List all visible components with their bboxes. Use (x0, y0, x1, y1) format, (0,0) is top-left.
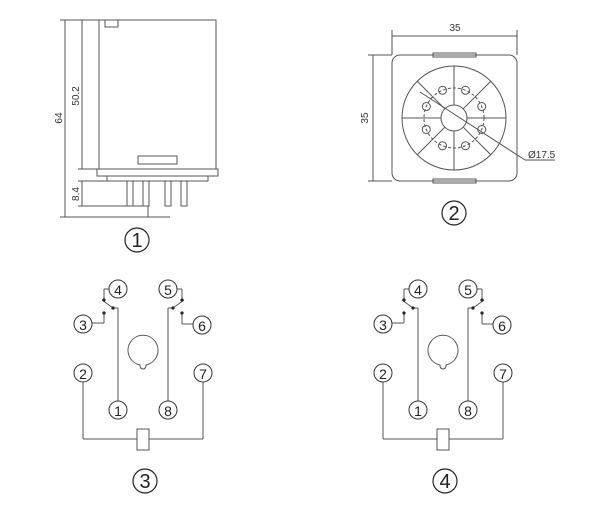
pin-hole (438, 141, 448, 151)
contact-dot (180, 298, 184, 302)
pin-6-circle (492, 315, 512, 335)
view-label-circle (441, 200, 467, 226)
wiring-diagram-b: 1 2 3 4 5 6 7 8 4 (373, 279, 513, 494)
contact-dot (111, 306, 115, 310)
pin-4-label: 4 (114, 282, 122, 298)
contact-dot (102, 311, 106, 315)
top-tab (432, 52, 477, 58)
spoke (416, 80, 446, 110)
pin-2-circle (73, 363, 93, 383)
view-label: 1 (131, 230, 142, 252)
pin-4-circle (408, 279, 428, 299)
side-view: 64 50.2 8.4 1 (54, 19, 219, 253)
top-window (104, 19, 119, 28)
pins (126, 180, 188, 207)
pin-5-circle (458, 279, 478, 299)
contact-dot (471, 306, 475, 310)
key-icon (427, 334, 459, 370)
pin-7-circle (193, 363, 213, 383)
coil (136, 428, 150, 451)
dim-height: 35 (360, 112, 371, 124)
pin-6-label: 6 (198, 318, 206, 334)
pin-6-circle (192, 315, 212, 335)
spoke (462, 126, 492, 156)
pin-4-circle (108, 279, 128, 299)
key-icon (127, 334, 159, 370)
pin-2-label: 2 (379, 366, 387, 382)
pin-hole (438, 85, 448, 95)
pin-5-circle (158, 279, 178, 299)
pin-8-label: 8 (164, 403, 172, 419)
base-flange (96, 168, 219, 177)
bottom-tab (432, 178, 477, 184)
pin-6-label: 6 (498, 318, 506, 334)
pin-5-label: 5 (464, 282, 472, 298)
center-key (440, 104, 468, 132)
pin-3-circle (73, 314, 93, 334)
spokes (402, 66, 506, 170)
contact-dot (480, 311, 484, 315)
pin-hole (460, 85, 470, 95)
dim-width: 35 (449, 23, 461, 34)
contact-dot (402, 311, 406, 315)
pin-7-circle (493, 363, 513, 383)
coil (436, 428, 450, 451)
contact-dot (402, 298, 406, 302)
pin-3-circle (373, 314, 393, 334)
bottom-tab (137, 155, 178, 165)
spoke (416, 126, 446, 156)
base-outline (391, 54, 518, 182)
pin-hole (460, 141, 470, 151)
bottom-view: 35 35 Ø17.5 2 (360, 23, 556, 226)
contact-dot (480, 298, 484, 302)
contact-dot (180, 311, 184, 315)
pin-hole (421, 102, 431, 112)
view-label: 2 (448, 203, 459, 225)
pin-7-label: 7 (499, 366, 507, 382)
view-label-circle (124, 227, 150, 253)
contact-dot (411, 306, 415, 310)
pin-8-circle (458, 400, 478, 420)
pin-3-label: 3 (79, 317, 87, 333)
pin-1-circle (408, 400, 428, 420)
pin-hole (477, 102, 487, 112)
base-lower (106, 175, 209, 182)
spoke (462, 80, 492, 110)
pin-holes (421, 85, 487, 151)
view-label: 4 (439, 471, 450, 493)
wiring-diagram-a: 1 2 3 4 5 6 7 8 3 (73, 279, 213, 494)
dim-diameter: Ø17.5 (528, 150, 556, 161)
pin-5-label: 5 (164, 282, 172, 298)
pin-1-label: 1 (414, 403, 422, 419)
view-label-circle (132, 468, 158, 494)
pin-3-label: 3 (379, 317, 387, 333)
relay-body (98, 19, 217, 170)
pin-1-label: 1 (114, 403, 122, 419)
view-label: 3 (139, 471, 150, 493)
contact-dot (102, 298, 106, 302)
pin-8-label: 8 (464, 403, 472, 419)
dim-body-height: 50.2 (71, 86, 82, 106)
pin-4-label: 4 (414, 282, 422, 298)
pin-1-circle (108, 400, 128, 420)
view-label-circle (432, 468, 458, 494)
pin-7-label: 7 (199, 366, 207, 382)
pin-2-label: 2 (79, 366, 87, 382)
dim-pin-length: 8.4 (71, 187, 82, 201)
pin-8-circle (158, 400, 178, 420)
dim-total-height: 64 (54, 112, 65, 124)
contact-dot (171, 306, 175, 310)
dimension-lines (60, 19, 170, 218)
pin-hole (421, 124, 431, 134)
pin-2-circle (373, 363, 393, 383)
